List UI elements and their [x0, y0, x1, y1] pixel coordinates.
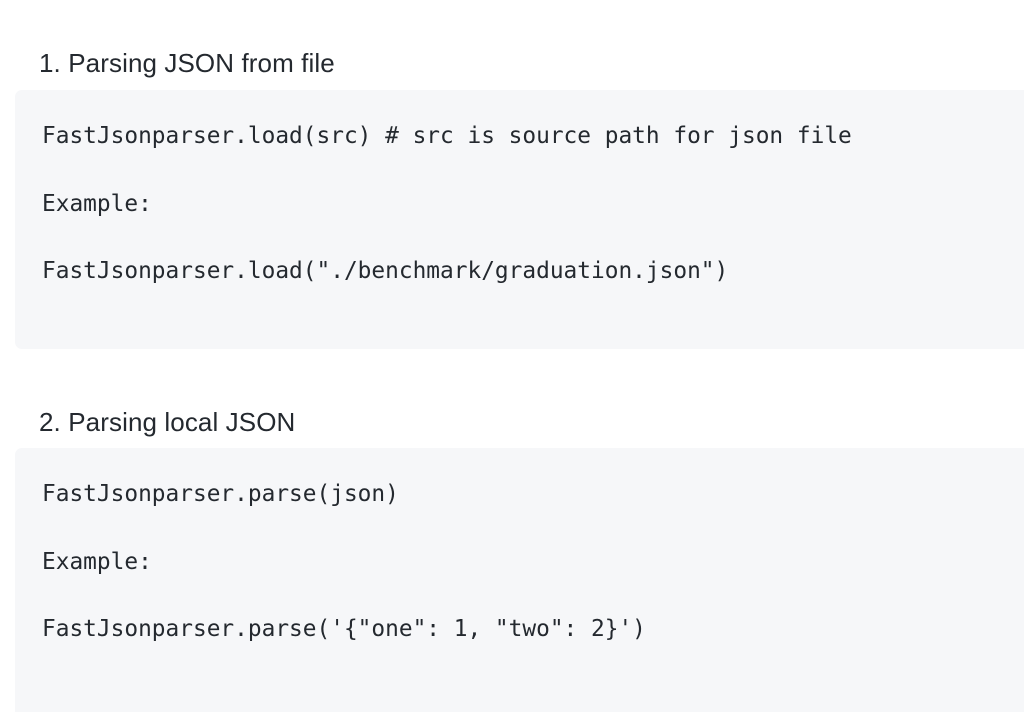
code-line: FastJsonparser.load("./benchmark/graduat…: [42, 258, 729, 284]
code-line: Example:: [42, 191, 152, 217]
code-line: FastJsonparser.parse(json): [42, 481, 399, 507]
section-heading-parsing-json-from-file: 1. Parsing JSON from file: [39, 47, 335, 78]
code-block-parsing-local-json: FastJsonparser.parse(json) Example: Fast…: [15, 448, 1024, 712]
code-line: Example:: [42, 549, 152, 575]
code-block-parsing-json-from-file: FastJsonparser.load(src) # src is source…: [15, 90, 1024, 349]
code-line: FastJsonparser.load(src) # src is source…: [42, 123, 852, 149]
code-line: FastJsonparser.parse('{"one": 1, "two": …: [42, 616, 646, 642]
section-heading-parsing-local-json: 2. Parsing local JSON: [39, 406, 296, 437]
